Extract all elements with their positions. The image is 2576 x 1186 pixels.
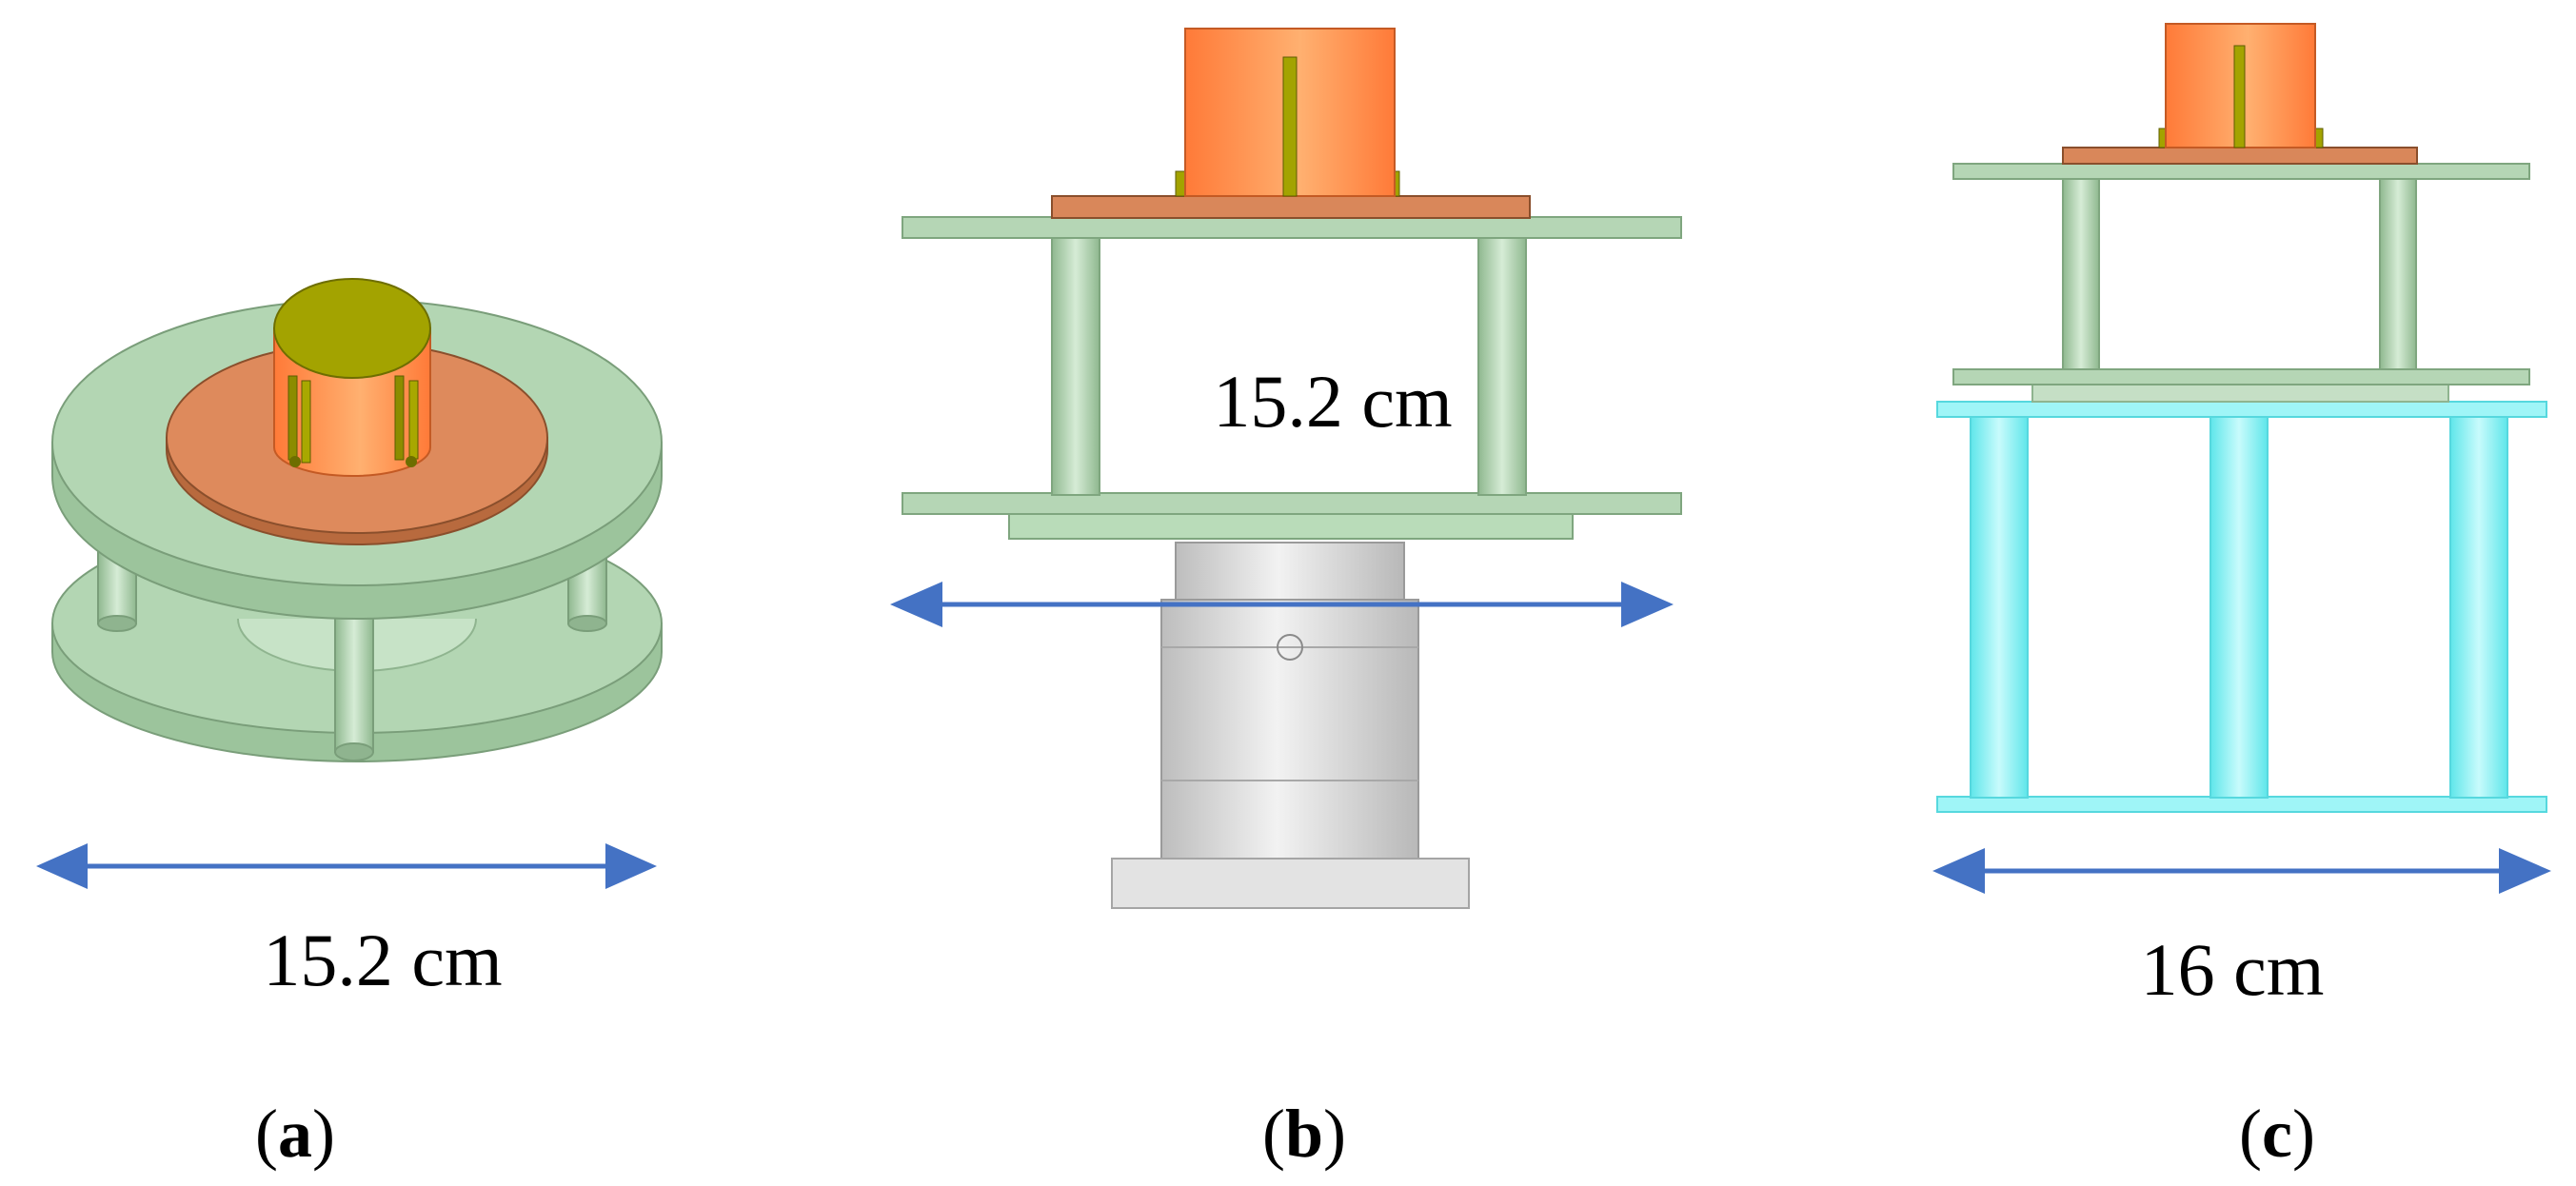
bottom-plate-b (902, 492, 1682, 540)
caption-a: (a) (255, 1096, 335, 1172)
support-posts-b (1051, 237, 1527, 496)
orange-cylinder-b (1175, 28, 1400, 197)
panel-a: 15.2 cm (a) (36, 278, 663, 1172)
support-posts-c (2062, 176, 2417, 370)
dimension-label-a: 15.2 cm (263, 919, 502, 1001)
panel-b: 15.2 cm (b) (890, 28, 1682, 1172)
top-plate-b (902, 216, 1682, 239)
copper-disc-b (1051, 195, 1531, 219)
copper-disc-c (2062, 147, 2418, 165)
gray-housing (1111, 542, 1470, 909)
dimension-label-c: 16 cm (2141, 928, 2325, 1011)
caption-c: (c) (2239, 1096, 2315, 1172)
dimension-arrow-a (36, 843, 657, 889)
cyan-frame (1936, 401, 2547, 813)
lower-plate-c (1952, 368, 2530, 403)
dimension-arrow-b (890, 582, 1674, 627)
orange-cylinder (273, 278, 431, 477)
dimension-arrow-c (1932, 848, 2551, 894)
caption-b: (b) (1262, 1096, 1346, 1172)
top-plate-c (1952, 163, 2530, 180)
dimension-label-b: 15.2 cm (1213, 360, 1452, 443)
orange-cylinder-c (2158, 23, 2324, 148)
panel-c: 16 cm (c) (1932, 23, 2551, 1172)
